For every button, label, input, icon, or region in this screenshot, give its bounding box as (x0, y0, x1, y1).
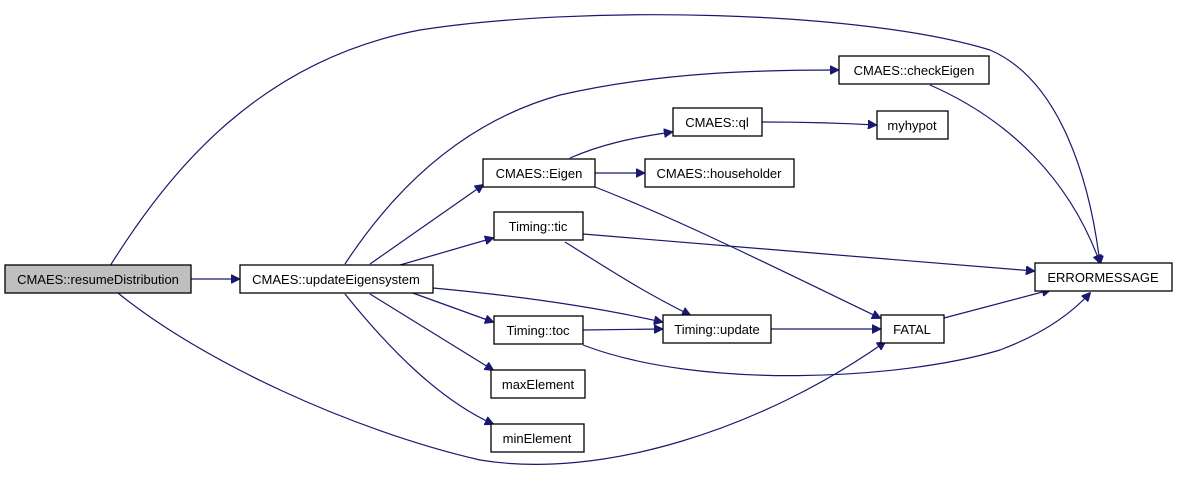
edge-eigen-to-ql (569, 132, 672, 159)
edge-updateeigensystem-to-timingupdate (432, 287, 662, 322)
node-label: Timing::tic (509, 219, 568, 234)
edge-eigen-to-fatal (594, 186, 880, 318)
node-label: myhypot (887, 118, 937, 133)
node-label: minElement (503, 431, 572, 446)
edge-resume-to-errormessage (109, 14, 1100, 267)
node-max-element[interactable]: maxElement (490, 369, 586, 399)
node-label: CMAES::ql (685, 115, 749, 130)
edge-checkeigen-to-errormessage (929, 84, 1100, 263)
node-label: CMAES::householder (656, 166, 782, 181)
edge-toc-to-timingupdate (582, 329, 662, 330)
node-myhypot[interactable]: myhypot (876, 110, 949, 140)
node-update-eigensystem[interactable]: CMAES::updateEigensystem (239, 264, 434, 294)
node-errormessage[interactable]: ERRORMESSAGE (1034, 262, 1173, 292)
node-label: CMAES::updateEigensystem (252, 272, 420, 287)
edge-tic-to-errormessage (582, 233, 1034, 271)
edges (109, 14, 1100, 465)
node-label: maxElement (502, 377, 575, 392)
node-label: Timing::toc (506, 323, 570, 338)
node-eigen[interactable]: CMAES::Eigen (482, 158, 596, 188)
edge-updateeigensystem-to-tic (399, 238, 493, 266)
node-label: CMAES::Eigen (496, 166, 583, 181)
node-resume-distribution[interactable]: CMAES::resumeDistribution (4, 264, 192, 294)
edge-ql-to-myhypot (761, 122, 876, 125)
edge-updateeigensystem-to-toc (409, 291, 493, 322)
edge-updateeigensystem-to-eigen (369, 185, 483, 265)
node-timing-update[interactable]: Timing::update (662, 314, 772, 344)
node-tic[interactable]: Timing::tic (493, 211, 584, 241)
node-check-eigen[interactable]: CMAES::checkEigen (838, 55, 990, 85)
node-toc[interactable]: Timing::toc (493, 315, 584, 345)
node-label: FATAL (893, 322, 931, 337)
edge-resume-to-fatal (117, 292, 885, 465)
edge-updateeigensystem-to-minelement (344, 293, 493, 424)
node-ql[interactable]: CMAES::ql (672, 107, 763, 137)
node-label: Timing::update (674, 322, 760, 337)
node-label: CMAES::checkEigen (854, 63, 975, 78)
edge-updateeigensystem-to-maxelement (369, 293, 493, 370)
node-householder[interactable]: CMAES::householder (644, 158, 795, 188)
edge-tic-to-timingupdate (564, 241, 690, 315)
node-label: ERRORMESSAGE (1047, 270, 1159, 285)
edge-updateeigensystem-to-checkeigen (344, 70, 838, 265)
node-label: CMAES::resumeDistribution (17, 272, 179, 287)
node-fatal[interactable]: FATAL (880, 314, 945, 344)
node-min-element[interactable]: minElement (490, 423, 585, 453)
edge-fatal-to-errormessage (943, 290, 1050, 319)
edge-toc-to-errormessage (582, 293, 1090, 377)
